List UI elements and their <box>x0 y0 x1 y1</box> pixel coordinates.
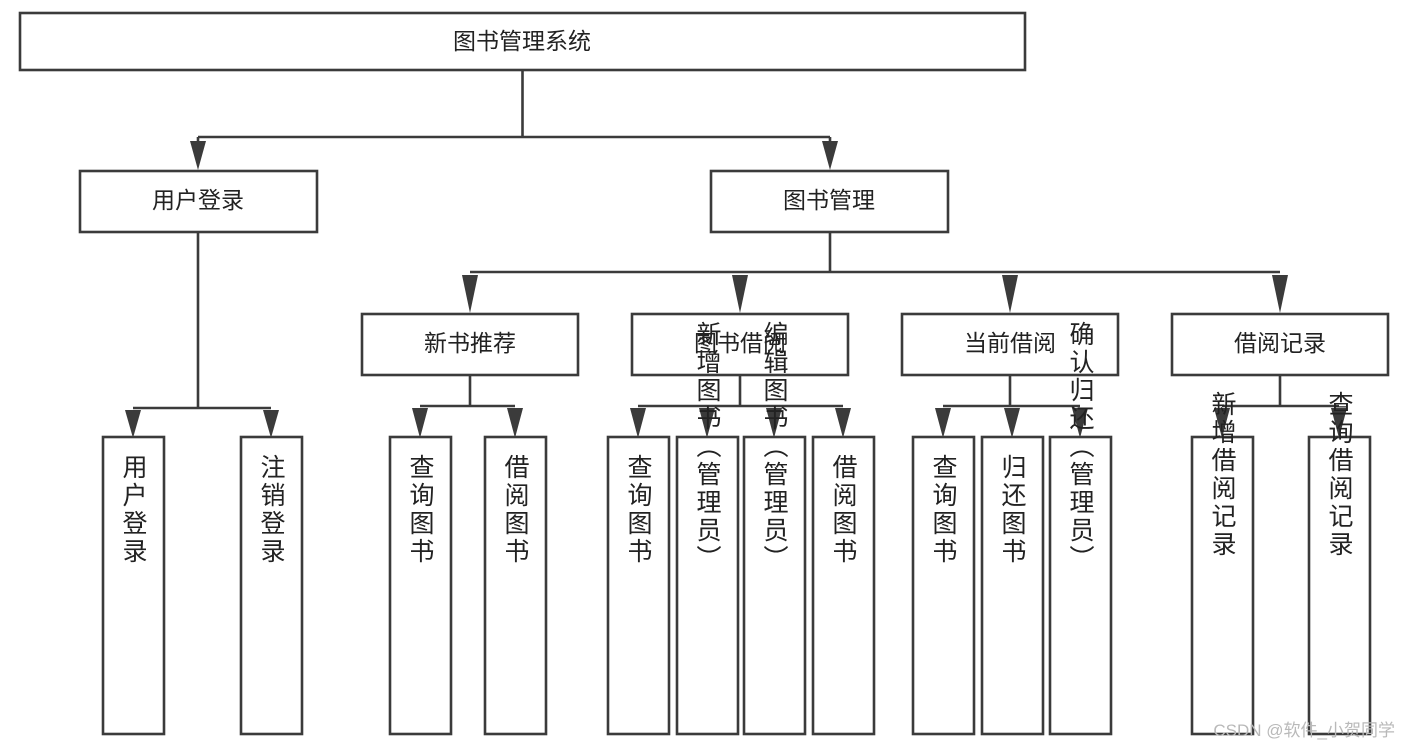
arrow-head-leaf-6 <box>699 408 715 438</box>
node-records-label: 借阅记录 <box>1234 330 1326 356</box>
arrow-head-leaf-13 <box>1331 408 1347 438</box>
node-leaf-5-label: 查询图书 <box>624 454 653 566</box>
node-root-label: 图书管理系统 <box>453 28 591 54</box>
arrow-head-leaf-5 <box>630 408 646 438</box>
node-leaf-1[interactable]: 用户登录 <box>101 435 166 736</box>
node-newbook-box[interactable] <box>360 312 580 377</box>
node-login[interactable]: 用户登录 <box>78 169 319 234</box>
arrow-head-login <box>190 141 206 170</box>
node-leaf-8[interactable]: 借阅图书 <box>811 435 876 736</box>
connector-group-records <box>1214 375 1347 438</box>
node-leaf-7-box[interactable] <box>742 435 807 736</box>
node-newbook[interactable]: 新书推荐 <box>360 312 580 377</box>
node-leaf-9[interactable]: 查询图书 <box>911 435 976 736</box>
arrow-head-leaf-8 <box>835 408 851 438</box>
node-leaf-6-label: 新增图书（管理员） <box>693 321 722 573</box>
node-leaf-1-box[interactable] <box>101 435 166 736</box>
node-borrow-label: 图书借阅 <box>694 330 786 356</box>
node-leaf-13-label: 查询借阅记录 <box>1325 391 1354 559</box>
node-leaf-10[interactable]: 归还图书 <box>980 435 1045 736</box>
node-current[interactable]: 当前借阅 <box>900 312 1120 377</box>
node-leaf-3-box[interactable] <box>388 435 453 736</box>
node-bookmgmt[interactable]: 图书管理 <box>709 169 950 234</box>
node-leaf-10-label: 归还图书 <box>998 454 1027 566</box>
arrow-head-leaf-10 <box>1004 408 1020 438</box>
node-leaf-2-box[interactable] <box>239 435 304 736</box>
node-leaf-13[interactable]: 查询借阅记录 <box>1307 391 1372 736</box>
node-leaf-7[interactable]: 编辑图书（管理员） <box>742 321 807 736</box>
node-leaf-12-label: 新增借阅记录 <box>1208 391 1237 559</box>
arrow-head-leaf-4 <box>507 408 523 438</box>
node-leaf-3-label: 查询图书 <box>406 454 435 566</box>
node-leaf-9-box[interactable] <box>911 435 976 736</box>
node-leaf-7-label: 编辑图书（管理员） <box>760 321 789 573</box>
arrow-head-leaf-1 <box>125 410 141 438</box>
node-leaf-4[interactable]: 借阅图书 <box>483 435 548 736</box>
arrow-head-leaf-2 <box>263 410 279 438</box>
node-current-box[interactable] <box>900 312 1120 377</box>
node-leaf-11-box[interactable] <box>1048 435 1113 736</box>
arrow-head-newbook <box>462 275 478 313</box>
arrow-head-leaf-9 <box>935 408 951 438</box>
node-leaf-3[interactable]: 查询图书 <box>388 435 453 736</box>
node-borrow[interactable]: 图书借阅 <box>630 312 850 377</box>
node-leaf-12-box[interactable] <box>1190 435 1255 736</box>
node-leaf-11-label: 确认归还（管理员） <box>1066 321 1095 573</box>
arrow-head-leaf-3 <box>412 408 428 438</box>
node-current-label: 当前借阅 <box>964 330 1056 356</box>
node-root[interactable]: 图书管理系统 <box>18 11 1027 72</box>
node-leaf-4-label: 借阅图书 <box>501 454 530 566</box>
node-leaf-8-label: 借阅图书 <box>829 454 858 566</box>
node-leaf-6-box[interactable] <box>675 435 740 736</box>
node-leaf-2-label: 注销登录 <box>257 454 286 566</box>
node-borrow-box[interactable] <box>630 312 850 377</box>
node-login-box[interactable] <box>78 169 319 234</box>
node-newbook-label: 新书推荐 <box>424 330 516 356</box>
connector-group-current <box>935 375 1088 438</box>
connector-group-newbook <box>412 375 523 438</box>
node-leaf-4-box[interactable] <box>483 435 548 736</box>
node-bookmgmt-label: 图书管理 <box>783 187 875 213</box>
arrow-head-borrow <box>732 275 748 313</box>
arrow-head-current <box>1002 275 1018 313</box>
connector-group-root <box>190 70 838 170</box>
node-bookmgmt-box[interactable] <box>709 169 950 234</box>
node-root-box[interactable] <box>18 11 1027 72</box>
node-leaf-1-label: 用户登录 <box>119 454 148 566</box>
arrow-head-bookmgmt <box>822 141 838 170</box>
node-leaf-8-box[interactable] <box>811 435 876 736</box>
node-leaf-2[interactable]: 注销登录 <box>239 435 304 736</box>
node-leaf-6[interactable]: 新增图书（管理员） <box>675 321 740 736</box>
node-login-label: 用户登录 <box>152 187 244 213</box>
node-leaf-10-box[interactable] <box>980 435 1045 736</box>
node-leaf-12[interactable]: 新增借阅记录 <box>1190 391 1255 736</box>
arrow-head-leaf-11 <box>1072 408 1088 438</box>
connector-group-borrow <box>630 375 851 438</box>
node-records[interactable]: 借阅记录 <box>1170 312 1390 377</box>
connector-group-bookmgmt <box>462 232 1288 313</box>
node-leaf-13-box[interactable] <box>1307 435 1372 736</box>
arrow-head-leaf-12 <box>1214 408 1230 438</box>
node-leaf-5-box[interactable] <box>606 435 671 736</box>
connector-group-login <box>125 232 279 438</box>
arrow-head-records <box>1272 275 1288 313</box>
arrow-head-leaf-7 <box>766 408 782 438</box>
node-leaf-5[interactable]: 查询图书 <box>606 435 671 736</box>
node-records-box[interactable] <box>1170 312 1390 377</box>
node-leaf-11[interactable]: 确认归还（管理员） <box>1048 321 1113 736</box>
node-leaf-9-label: 查询图书 <box>929 454 958 566</box>
